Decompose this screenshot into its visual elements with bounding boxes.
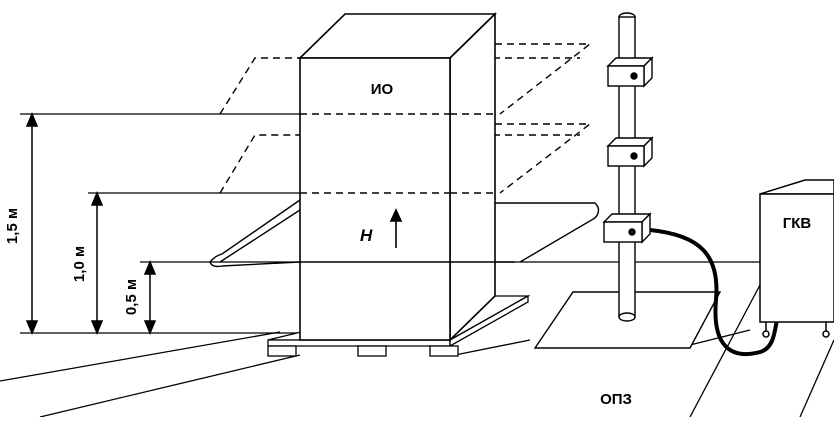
ground-plane-label: ОПЗ (600, 391, 632, 408)
probe-bottom (602, 212, 652, 244)
field-direction-arrow (389, 208, 403, 248)
field-direction-label: Н (360, 226, 373, 245)
probe-middle (606, 136, 654, 168)
dimension-arrows (25, 112, 157, 335)
dimension-label-0-5m: 0,5 м (123, 279, 140, 315)
test-object-label: ИО (371, 81, 394, 98)
generator-label: ГКВ (783, 215, 812, 232)
measurement-planes-dashed (219, 43, 593, 194)
dimension-label-1-5m: 1,5 м (4, 208, 21, 244)
generator-cabinet (759, 179, 834, 338)
test-object-box (298, 12, 497, 342)
floor-lines (0, 284, 834, 418)
probe-top (606, 56, 654, 88)
measurement-planes-front (300, 113, 495, 263)
dimension-label-1-0m: 1,0 м (71, 246, 88, 282)
field-probes (602, 56, 654, 244)
measurement-loop-solid (209, 199, 600, 268)
